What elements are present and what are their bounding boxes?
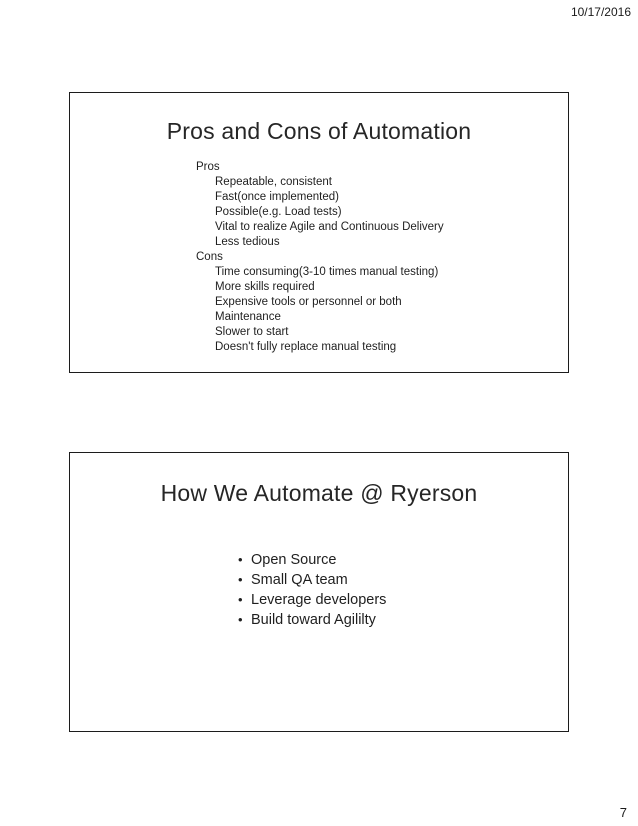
bullet-item: • Small QA team <box>238 570 568 590</box>
bullet-icon: • <box>238 552 243 567</box>
slide-pros-cons-of-automation: Pros and Cons of Automation Pros Repeata… <box>69 92 569 373</box>
outline-item: Slower to start <box>215 326 289 338</box>
bullet-item: • Build toward Agililty <box>238 610 568 630</box>
slide-bullet-list: • Open Source • Small QA team • Leverage de… <box>70 550 568 630</box>
outline-item: Maintenance <box>215 311 281 323</box>
bullet-text: Small QA team <box>251 572 348 588</box>
bullet-icon: • <box>238 592 243 607</box>
header-date: 10/17/2016 <box>570 5 631 19</box>
outline-item: Fast(once implemented) <box>215 191 339 203</box>
slide-title: Pros and Cons of Automation <box>166 118 472 144</box>
bullet-text: Open Source <box>251 552 337 568</box>
bullet-text: Leverage developers <box>251 592 387 608</box>
slide-title: How We Automate @ Ryerson <box>160 480 478 506</box>
page-number: 7 <box>619 805 627 820</box>
bullet-item: • Open Source <box>238 550 568 570</box>
outline-item: Doesn't fully replace manual testing <box>215 341 397 353</box>
bullet-text: Build toward Agililty <box>251 612 376 628</box>
outline-heading-cons: Cons <box>196 251 223 263</box>
bullet-icon: • <box>238 612 243 627</box>
outline-item: Time consuming(3-10 times manual testing… <box>215 266 439 278</box>
outline-item: Less tedious <box>215 236 280 248</box>
slide-outline-content: Pros Repeatable, consistent Fast(once im… <box>70 160 568 355</box>
outline-item: Vital to realize Agile and Continuous De… <box>215 221 444 233</box>
outline-heading-pros: Pros <box>196 161 220 173</box>
outline-item: Possible(e.g. Load tests) <box>215 206 342 218</box>
outline-item: Repeatable, consistent <box>215 176 332 188</box>
bullet-icon: • <box>238 572 243 587</box>
outline-item: More skills required <box>215 281 315 293</box>
bullet-item: • Leverage developers <box>238 590 568 610</box>
outline-item: Expensive tools or personnel or both <box>215 296 402 308</box>
slide-how-we-automate: How We Automate @ Ryerson • Open Source •… <box>69 452 569 732</box>
